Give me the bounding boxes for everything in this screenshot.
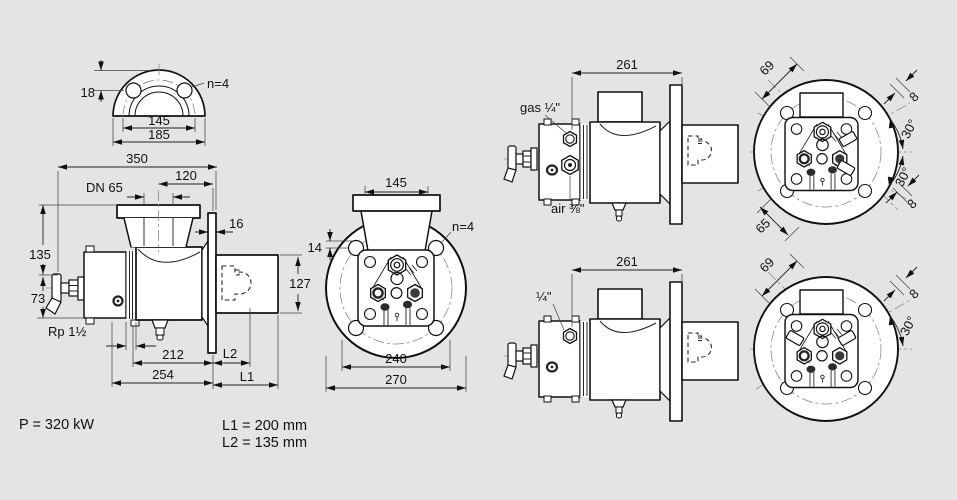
label-gas-port: gas ¼" xyxy=(520,100,560,115)
label-dn65: DN 65 xyxy=(86,180,123,195)
note-power: P = 320 kW xyxy=(19,417,94,433)
dim-145: 145 xyxy=(148,113,170,128)
dim-261-oil: 261 xyxy=(616,254,638,269)
note-l1: L1 = 200 mm xyxy=(222,418,307,434)
center-front-view: 145 14 n=4 240 270 xyxy=(308,175,474,392)
notes: P = 320 kW L1 = 200 mm L2 = 135 mm xyxy=(19,417,307,451)
dim-261-gas: 261 xyxy=(616,57,638,72)
dim-185: 185 xyxy=(148,127,170,142)
dim-L1: L1 xyxy=(240,369,254,384)
dim-73: 73 xyxy=(31,291,45,306)
dim-14: 14 xyxy=(308,240,322,255)
dim-240: 240 xyxy=(385,351,407,366)
note-l2: L2 = 135 mm xyxy=(222,435,307,451)
label-air-port: air ⅜" xyxy=(551,201,585,216)
label-bolt-count: n=4 xyxy=(207,76,229,91)
dim-16: 16 xyxy=(229,216,243,231)
dim-135: 135 xyxy=(29,247,51,262)
dim-127: 127 xyxy=(289,276,311,291)
gas-side-view: 261 gas ¼" air ⅜" xyxy=(504,57,738,224)
left-side-view: 350 DN 65 120 16 135 73 Rp 1½ xyxy=(29,151,311,389)
dim-145-front: 145 xyxy=(385,175,407,190)
dim-254: 254 xyxy=(152,367,174,382)
half-flange-view: 18 145 185 n=4 xyxy=(81,60,229,146)
dim-120: 120 xyxy=(175,168,197,183)
oil-side-view: 261 ¼" xyxy=(504,254,738,421)
label-rp: Rp 1½ xyxy=(48,324,86,339)
label-bolt-count-front: n=4 xyxy=(452,219,474,234)
dim-270: 270 xyxy=(385,372,407,387)
dim-L2: L2 xyxy=(223,346,237,361)
dim-18: 18 xyxy=(81,85,95,100)
label-oil-port: ¼" xyxy=(536,289,552,304)
dim-212: 212 xyxy=(162,347,184,362)
dim-350: 350 xyxy=(126,151,148,166)
